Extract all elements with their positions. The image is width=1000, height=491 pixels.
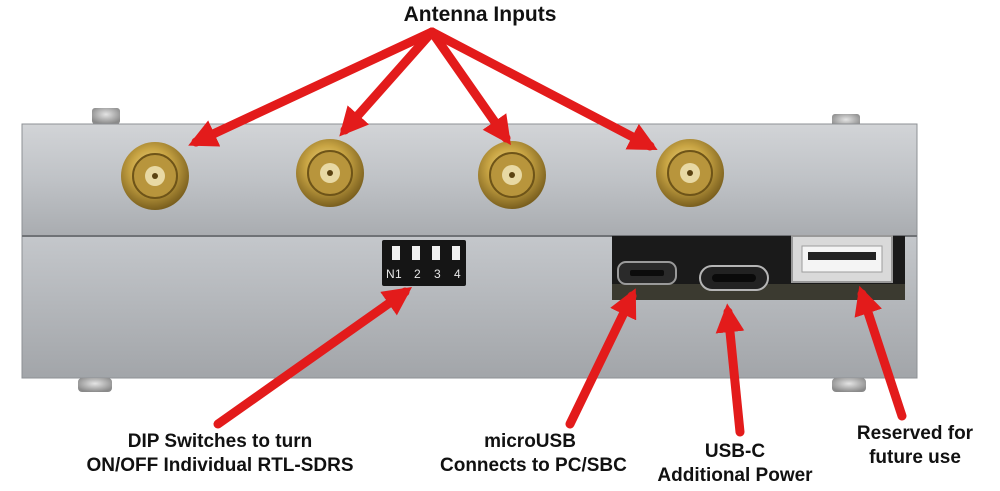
arrow-micro-usb (565, 288, 637, 429)
dip-number: 3 (434, 267, 441, 281)
dip-prefix: N (386, 267, 395, 281)
sma-connector-3 (478, 141, 546, 209)
dip-switches-caption: DIP Switches to turn ON/OFF Individual R… (50, 430, 390, 478)
dip-caption-line: DIP Switches to turn (127, 431, 313, 452)
bottom-feet (78, 378, 866, 392)
arrow-dip (213, 287, 413, 429)
micro-usb-port (617, 261, 677, 285)
usbc-caption-line: Additional Power (657, 464, 813, 486)
dip-number: 1 (395, 267, 402, 281)
arrow-antenna-3 (427, 27, 511, 146)
dip-caption-line: ON/OFF Individual RTL-SDRS (86, 454, 354, 476)
dip-switch-block: N 1 2 3 4 (382, 240, 466, 286)
arrow-antenna-2 (339, 27, 437, 137)
arrow-antenna-4 (427, 27, 658, 151)
usb-a-port (791, 235, 893, 283)
usb-c-caption: USB-C Additional Power (625, 440, 845, 488)
reserved-caption-line: Reserved for (856, 423, 974, 444)
sma-connector-4 (656, 139, 724, 207)
micro-usb-caption: microUSB Connects to PC/SBC (440, 430, 627, 478)
sma-connector-2 (296, 139, 364, 207)
dip-number: 4 (454, 267, 461, 281)
usb-c-port (699, 265, 769, 291)
arrow-usb-c (715, 303, 745, 437)
antenna-inputs-title: Antenna Inputs (403, 3, 557, 26)
reserved-caption: Reserved for future use (835, 422, 995, 470)
annotation-arrows (188, 27, 907, 437)
micro-caption-line: microUSB (484, 431, 576, 452)
arrow-antenna-1 (188, 27, 437, 147)
sma-connector-1 (121, 142, 189, 210)
reserved-caption-line: future use (869, 446, 961, 468)
usbc-caption-line: USB-C (704, 441, 766, 462)
dip-number: 2 (414, 267, 421, 281)
arrow-reserved (854, 285, 907, 421)
micro-caption-line: Connects to PC/SBC (440, 454, 627, 476)
